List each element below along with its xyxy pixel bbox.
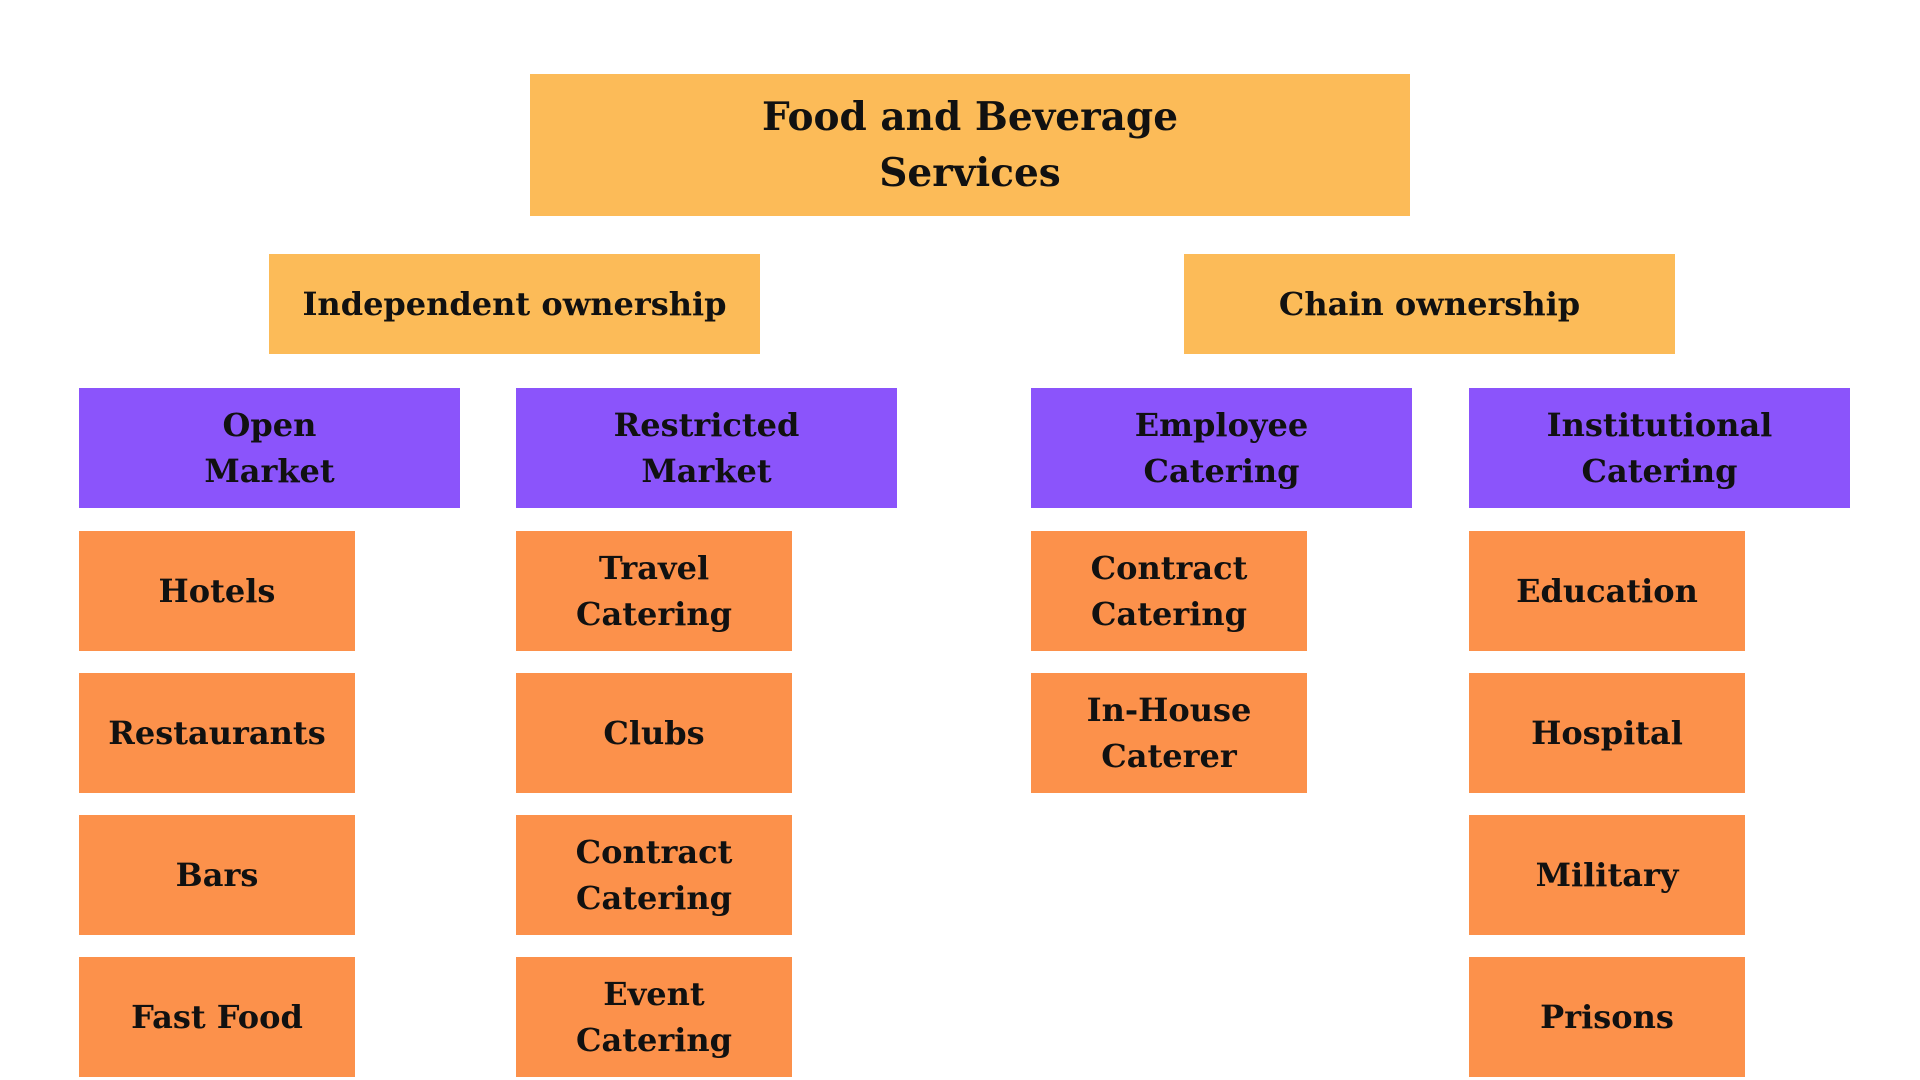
leaf-hotels: Hotels [79, 531, 355, 651]
leaf-line-2: Catering [1091, 595, 1247, 633]
leaf-military: Military [1469, 815, 1745, 935]
employee-catering-line-1: Employee [1134, 406, 1309, 444]
open-market-line-2: Market [204, 452, 335, 490]
leaf-label: Education [1516, 572, 1698, 610]
node-chain-ownership: Chain ownership [1184, 254, 1675, 354]
leaf-label: Hotels [158, 572, 276, 610]
node-open-market: Open Market [79, 388, 460, 508]
root-node-food-and-beverage-services: Food and Beverage Services [530, 74, 1410, 216]
leaf-line-1: Travel [598, 549, 710, 587]
institutional-catering-line-1: Institutional [1546, 406, 1773, 444]
leaf-line-1: Contract [575, 833, 733, 871]
restricted-market-line-1: Restricted [613, 406, 800, 444]
institutional-catering-line-2: Catering [1581, 452, 1738, 490]
leaf-education: Education [1469, 531, 1745, 651]
independent-ownership-label: Independent ownership [302, 285, 727, 323]
leaf-bars: Bars [79, 815, 355, 935]
leaf-line-2: Catering [576, 595, 732, 633]
leaf-contract-catering-employee: Contract Catering [1031, 531, 1307, 651]
leaf-label: Bars [175, 856, 259, 894]
node-institutional-catering: Institutional Catering [1469, 388, 1850, 508]
leaf-in-house-caterer: In-House Caterer [1031, 673, 1307, 793]
leaf-event-catering: Event Catering [516, 957, 792, 1077]
leaf-label: Fast Food [131, 998, 303, 1036]
leaf-label: Military [1535, 856, 1679, 894]
leaf-travel-catering: Travel Catering [516, 531, 792, 651]
leaf-line-1: Clubs [603, 714, 705, 752]
leaf-line-2: Catering [576, 879, 732, 917]
leaf-contract-catering-restricted: Contract Catering [516, 815, 792, 935]
leaf-clubs: Clubs [516, 673, 792, 793]
open-market-line-1: Open [222, 406, 317, 444]
leaf-prisons: Prisons [1469, 957, 1745, 1077]
leaf-label: Hospital [1531, 714, 1683, 752]
node-restricted-market: Restricted Market [516, 388, 897, 508]
employee-catering-line-2: Catering [1143, 452, 1300, 490]
leaf-label: Prisons [1540, 998, 1674, 1036]
root-line-1: Food and Beverage [761, 94, 1179, 140]
leaf-label: Restaurants [108, 714, 326, 752]
leaf-fast-food: Fast Food [79, 957, 355, 1077]
chain-ownership-label: Chain ownership [1278, 285, 1581, 323]
leaf-line-1: Contract [1090, 549, 1248, 587]
leaf-line-2: Caterer [1101, 737, 1237, 775]
node-employee-catering: Employee Catering [1031, 388, 1412, 508]
leaf-restaurants: Restaurants [79, 673, 355, 793]
restricted-market-line-2: Market [641, 452, 772, 490]
leaf-line-2: Catering [576, 1021, 732, 1059]
leaf-line-1: In-House [1086, 691, 1252, 729]
root-line-2: Services [879, 150, 1061, 196]
node-independent-ownership: Independent ownership [269, 254, 760, 354]
leaf-hospital: Hospital [1469, 673, 1745, 793]
leaf-line-1: Event [603, 975, 705, 1013]
